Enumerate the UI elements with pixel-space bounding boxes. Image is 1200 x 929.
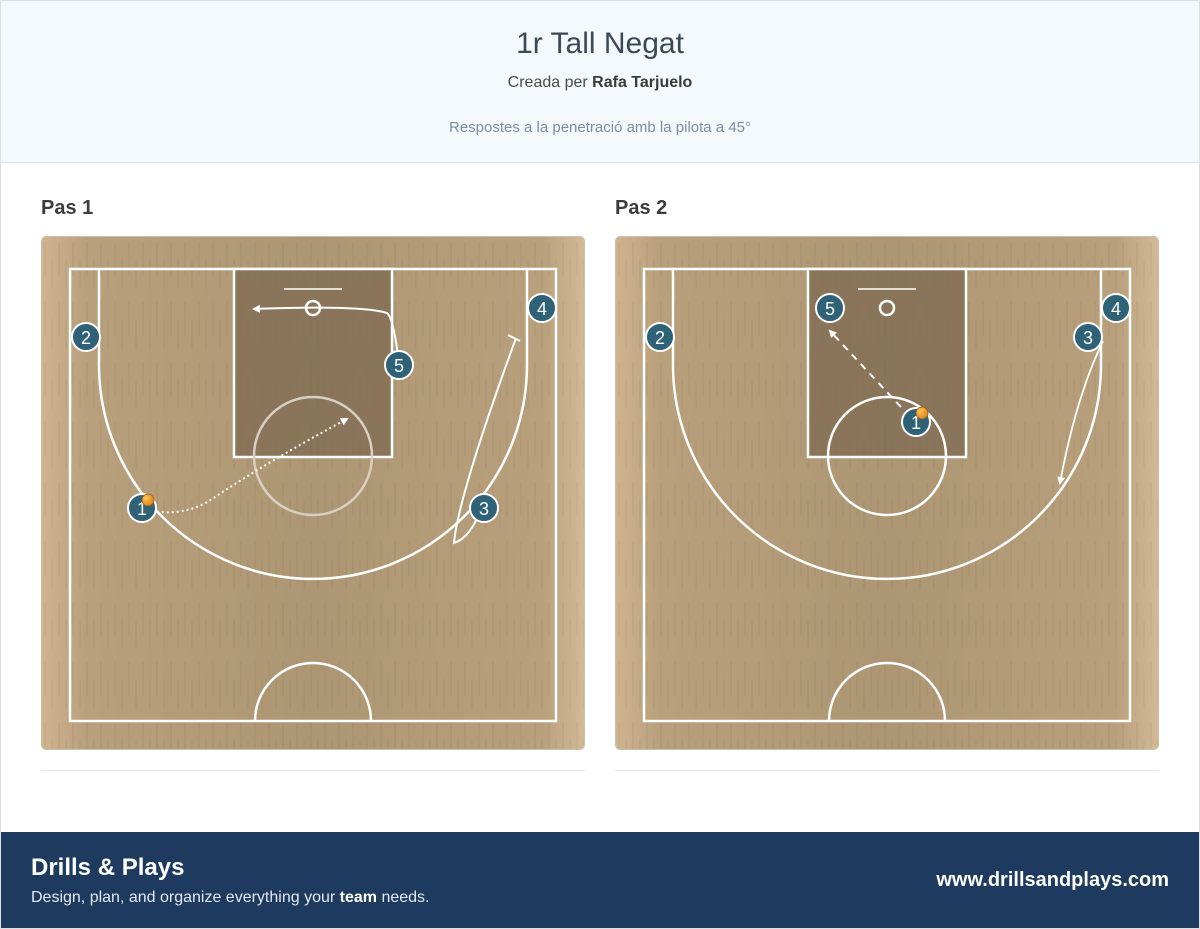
player-3[interactable]: 3 (469, 493, 499, 523)
tagline-start: Design, plan, and organize everything yo… (31, 889, 336, 906)
basketball-icon (141, 493, 155, 507)
play-description: Respostes a la penetració amb la pilota … (448, 119, 751, 136)
player-5[interactable]: 5 (815, 293, 845, 323)
svg-text:4: 4 (537, 299, 547, 319)
player-5[interactable]: 5 (384, 350, 414, 380)
player-4[interactable]: 4 (1101, 293, 1131, 323)
website-link[interactable]: www.drillsandplays.com (936, 869, 1169, 891)
author-name: Rafa Tarjuelo (592, 74, 693, 91)
tagline-end: needs. (381, 889, 430, 906)
svg-text:1: 1 (911, 413, 921, 433)
svg-text:5: 5 (394, 356, 404, 376)
tagline: Design, plan, and organize everything yo… (31, 889, 430, 907)
basketball-icon (915, 406, 929, 420)
step-1: Pas 1 1 (41, 197, 585, 771)
divider (615, 770, 1159, 771)
author-line: Creada per Rafa Tarjuelo (1, 74, 1199, 92)
divider (41, 770, 585, 771)
court-diagram: 1 2 3 4 5 (41, 236, 585, 750)
player-3[interactable]: 3 (1073, 322, 1103, 352)
tagline-emphasis: team (339, 889, 377, 906)
svg-text:4: 4 (1111, 299, 1121, 319)
step-2: Pas 2 1 2 (615, 197, 1159, 771)
page-title: 1r Tall Negat (516, 27, 684, 60)
step-title: Pas 2 (615, 197, 668, 219)
player-4[interactable]: 4 (527, 293, 557, 323)
header: 1r Tall Negat Creada per Rafa Tarjuelo R… (1, 1, 1199, 163)
svg-text:1: 1 (137, 499, 147, 519)
brand-name: Drills & Plays (31, 854, 185, 881)
svg-text:2: 2 (655, 328, 665, 348)
step-title: Pas 1 (41, 197, 94, 219)
player-2[interactable]: 2 (645, 322, 675, 352)
svg-text:3: 3 (479, 499, 489, 519)
court-diagram: 1 2 3 4 5 (615, 236, 1159, 750)
player-2[interactable]: 2 (71, 322, 101, 352)
svg-text:2: 2 (81, 328, 91, 348)
svg-text:3: 3 (1083, 328, 1093, 348)
svg-text:5: 5 (825, 299, 835, 319)
footer: Drills & Plays Design, plan, and organiz… (1, 832, 1199, 928)
author-prefix: Creada per (507, 74, 588, 91)
